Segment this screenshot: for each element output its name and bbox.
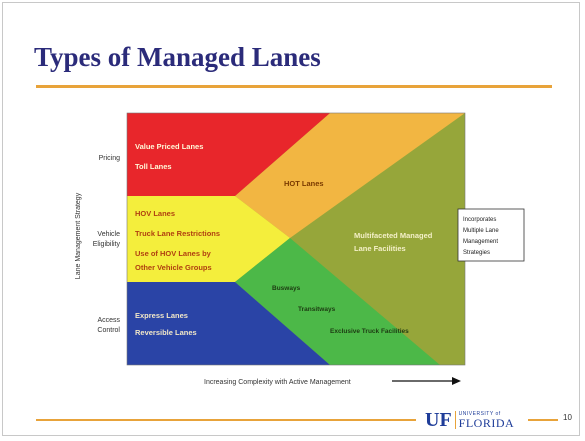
- callout-line-2: Multiple Lane: [463, 228, 499, 234]
- logo-uf-text: UF: [425, 408, 452, 431]
- row-label-control: Control: [97, 327, 120, 334]
- label-exclusive-truck-facilities: Exclusive Truck Facilities: [330, 328, 409, 335]
- yellow-region: [127, 196, 290, 282]
- label-busways: Busways: [272, 285, 301, 292]
- label-express-lanes: Express Lanes: [135, 311, 188, 320]
- page-number: 10: [563, 413, 572, 422]
- blue-region: [127, 282, 330, 365]
- label-value-priced-lanes: Value Priced Lanes: [135, 142, 203, 151]
- label-hot-lanes: HOT Lanes: [284, 179, 324, 188]
- label-lane-facilities: Lane Facilities: [354, 244, 406, 253]
- orange-region: [235, 113, 465, 238]
- row-label-pricing: Pricing: [99, 155, 121, 162]
- label-use-of-hov-lanes: Use of HOV Lanes by: [135, 249, 212, 258]
- row-label-access: Access: [97, 317, 120, 324]
- slide-title: Types of Managed Lanes: [34, 42, 321, 72]
- callout-line-4: Strategies: [463, 250, 490, 256]
- callout-line-3: Management: [463, 239, 498, 245]
- title-underline: [36, 85, 552, 88]
- uf-logo: UF UNIVERSITY of FLORIDA: [425, 409, 514, 431]
- label-truck-lane-restrictions: Truck Lane Restrictions: [135, 229, 220, 238]
- green-region: [235, 238, 440, 365]
- callout-box: [457, 208, 525, 262]
- label-hov-lanes: HOV Lanes: [135, 209, 175, 218]
- slide-frame: [2, 2, 580, 436]
- footer-rule-right: [528, 419, 558, 421]
- logo-divider: [454, 411, 456, 429]
- label-reversible-lanes: Reversible Lanes: [135, 328, 197, 337]
- callout-line-1: Incorporates: [463, 217, 496, 223]
- label-other-vehicle-groups: Other Vehicle Groups: [135, 263, 212, 272]
- x-axis-arrow-head: [452, 377, 461, 385]
- label-transitways: Transitways: [298, 306, 336, 313]
- red-region: [127, 113, 330, 196]
- x-axis-label: Increasing Complexity with Active Manage…: [204, 379, 351, 386]
- logo-wordmark: UNIVERSITY of FLORIDA: [458, 410, 515, 430]
- y-axis-label: Lane Management Strategy: [75, 192, 82, 279]
- label-multifaceted-managed: Multifaceted Managed: [354, 231, 433, 240]
- row-label-vehicle: Vehicle: [97, 231, 120, 238]
- logo-florida: FLORIDA: [458, 415, 515, 430]
- footer-rule: [36, 419, 416, 421]
- logo-university-of: UNIVERSITY of: [458, 410, 501, 417]
- label-toll-lanes: Toll Lanes: [135, 162, 172, 171]
- row-label-eligibility: Eligibility: [93, 241, 121, 248]
